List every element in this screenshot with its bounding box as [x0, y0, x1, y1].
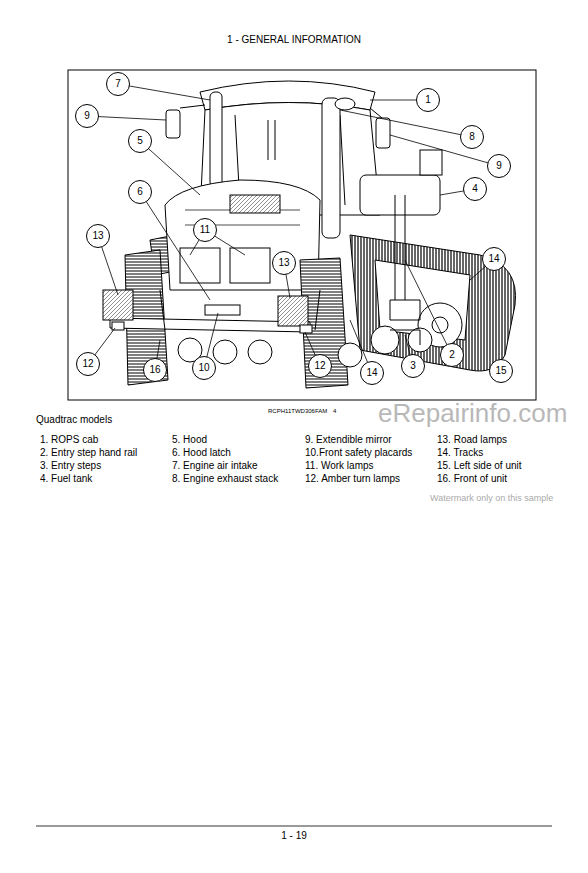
legend-item: 10.Front safety placards	[305, 447, 412, 459]
callout-number: 8	[460, 125, 484, 149]
legend-item: 12. Amber turn lamps	[305, 473, 400, 485]
callout-number: 7	[106, 72, 130, 96]
legend-item: 3. Entry steps	[40, 460, 101, 472]
legend-item: 1. ROPS cab	[40, 434, 98, 446]
legend-item: 6. Hood latch	[172, 447, 231, 459]
legend-item: 4. Fuel tank	[40, 473, 92, 485]
callout-number: 14	[482, 247, 506, 271]
callout-number: 13	[86, 224, 110, 248]
page-title: 1 - GENERAL INFORMATION	[0, 34, 588, 46]
page-number: 1 - 19	[281, 830, 307, 842]
figure-caption: Quadtrac models	[36, 414, 112, 426]
watermark: eRepairinfo.com	[378, 398, 567, 428]
legend-item: 16. Front of unit	[437, 473, 507, 485]
callout-number: 16	[143, 358, 167, 382]
callout-number: 15	[489, 359, 513, 383]
legend-item: 8. Engine exhaust stack	[172, 473, 278, 485]
callout-number: 12	[76, 352, 100, 376]
callout-number: 13	[272, 251, 296, 275]
callout-number: 12	[308, 354, 332, 378]
figure-code: RCPH11TWD306FAM	[268, 405, 327, 417]
callout-number: 1	[416, 88, 440, 112]
legend-item: 13. Road lamps	[437, 434, 507, 446]
callout-number: 11	[193, 218, 217, 242]
callout-number: 2	[440, 343, 464, 367]
legend-item: 7. Engine air intake	[172, 460, 258, 472]
callout-number: 9	[487, 154, 511, 178]
callout-number: 6	[128, 180, 152, 204]
callout-number: 4	[463, 177, 487, 201]
watermark-note: Watermark only on this sample	[430, 492, 553, 504]
legend-item: 14. Tracks	[437, 447, 483, 459]
callout-number: 9	[75, 104, 99, 128]
callout-number: 3	[401, 354, 425, 378]
legend-item: 5. Hood	[172, 434, 207, 446]
callout-number: 5	[128, 129, 152, 153]
callout-number: 14	[360, 361, 384, 385]
figure-code: 4	[333, 405, 336, 417]
legend-item: 9. Extendible mirror	[305, 434, 392, 446]
legend-item: 11. Work lamps	[305, 460, 374, 472]
legend-item: 2. Entry step hand rail	[40, 447, 137, 459]
legend-item: 15. Left side of unit	[437, 460, 522, 472]
callout-number: 10	[192, 356, 216, 380]
